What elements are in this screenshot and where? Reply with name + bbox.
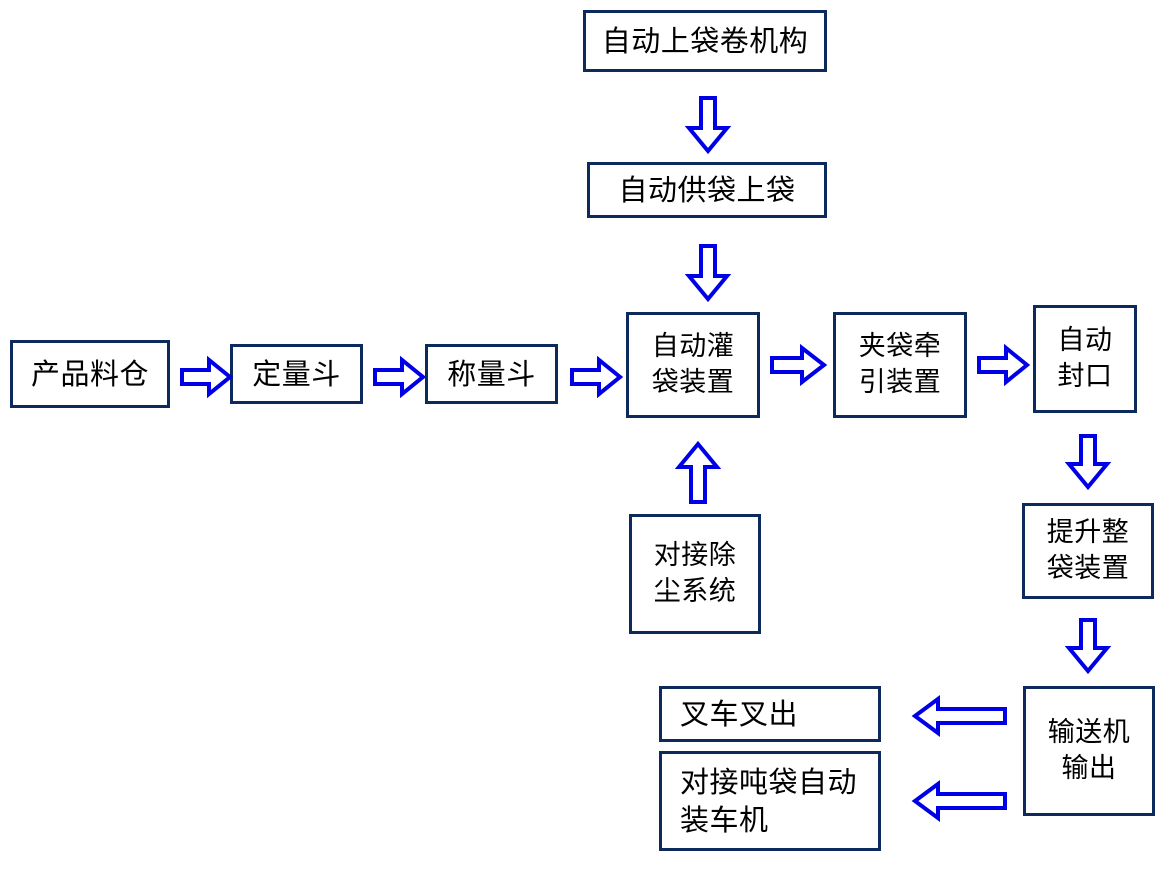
arrow-roll-to-feed-icon	[684, 96, 732, 155]
arrow-lift-to-conveyor-icon	[1064, 618, 1112, 675]
node-bag-clamp-traction-device[interactable]: 夹袋牵 引装置	[833, 312, 967, 418]
node-dust-removal-system[interactable]: 对接除 尘系统	[629, 514, 761, 634]
arrow-filling-to-clamp-icon	[770, 343, 828, 387]
node-conveyor-output[interactable]: 输送机 输出	[1023, 686, 1155, 816]
arrow-silo-to-dosing-icon	[180, 355, 234, 399]
node-product-silo[interactable]: 产品料仓	[10, 340, 170, 408]
node-ton-bag-auto-loader[interactable]: 对接吨袋自动 装车机	[659, 751, 881, 851]
node-weighing-hopper[interactable]: 称量斗	[425, 344, 558, 404]
node-lift-bag-shaping-device[interactable]: 提升整 袋装置	[1022, 503, 1154, 599]
arrow-dust-to-filling-icon	[674, 440, 722, 505]
node-auto-sealing[interactable]: 自动 封口	[1033, 305, 1137, 413]
node-auto-bag-feed[interactable]: 自动供袋上袋	[587, 162, 827, 218]
arrow-sealing-to-lift-icon	[1064, 434, 1112, 491]
node-forklift-out[interactable]: 叉车叉出	[659, 686, 881, 742]
arrow-conveyor-to-tonbag-icon	[911, 780, 1008, 822]
node-dosing-hopper[interactable]: 定量斗	[230, 344, 363, 404]
arrow-feed-to-filling-icon	[684, 244, 732, 303]
node-auto-bag-roll-mechanism[interactable]: 自动上袋卷机构	[583, 10, 827, 72]
arrow-weighing-to-filling-icon	[570, 355, 624, 399]
arrow-conveyor-to-forklift-icon	[911, 695, 1008, 737]
node-auto-bag-filling-device[interactable]: 自动灌 袋装置	[626, 312, 760, 418]
arrow-clamp-to-sealing-icon	[977, 343, 1031, 387]
arrow-dosing-to-weighing-icon	[373, 355, 427, 399]
